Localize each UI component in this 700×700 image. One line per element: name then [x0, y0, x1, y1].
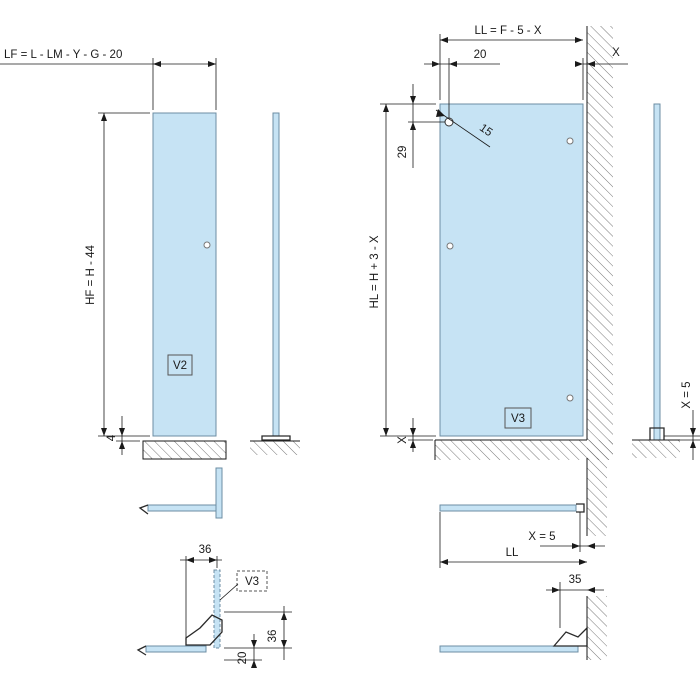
left-width-dimension: LF = L - LM - Y - G - 20: [0, 49, 217, 110]
floor-section: [143, 441, 226, 459]
side-gap-formula: X = 5: [681, 381, 693, 408]
wall-section: [587, 26, 613, 460]
offset-36: 36: [199, 544, 212, 556]
right-plan-lower: 35: [439, 574, 607, 660]
left-height-dimension: HF = H - 44: [85, 112, 150, 437]
right-side-view: X = 5: [632, 103, 700, 460]
left-side-view: [250, 112, 300, 455]
panel-hole: [203, 241, 211, 249]
plan-length-ll: LL: [506, 547, 519, 559]
glass-v3-plan: [213, 569, 221, 649]
right-floor-gap-dimension: X: [397, 418, 433, 452]
right-floor-gap: X: [397, 436, 409, 444]
left-plan-upper: [138, 467, 223, 519]
hole-offset-29: 29: [397, 146, 409, 159]
right-plan-upper: X = 5 LL: [439, 458, 607, 568]
wall-clip: [576, 503, 585, 513]
height-20: 20: [237, 652, 249, 665]
left-panel-elevation: V2: [142, 112, 227, 460]
plan-gap-x5: X = 5: [528, 531, 555, 543]
right-wall-gap-dimension: X: [575, 47, 628, 100]
left-height-formula: HF = H - 44: [85, 245, 97, 305]
glass-panel-v2: [152, 112, 217, 437]
panel-tag-v3: V3: [511, 413, 525, 425]
right-offset-dimension: 20: [424, 49, 500, 118]
right-width-dimension: LL = F - 5 - X: [439, 25, 583, 100]
glass-lower-plan: [145, 645, 207, 653]
glass-panel-v3: [439, 103, 584, 437]
floor-outline: [142, 440, 227, 460]
right-height-dimension: HL = H + 3 - X: [369, 103, 436, 437]
hinge-plan: [138, 504, 149, 515]
plan-offset-35: 35: [569, 574, 582, 586]
base-profile: [261, 435, 291, 441]
right-width-formula: LL = F - 5 - X: [474, 25, 541, 37]
panel-tag-box: [167, 354, 193, 376]
glass-plan-right: [439, 504, 577, 512]
left-width-formula: LF = L - LM - Y - G - 20: [4, 49, 122, 61]
wall-hinge: [552, 626, 588, 647]
right-offset-value: 20: [474, 49, 487, 61]
left-gap-value: 4: [106, 434, 118, 441]
glass-edge: [272, 112, 280, 437]
right-height-formula: HL = H + 3 - X: [369, 235, 381, 308]
glass-plan-lower-right: [439, 645, 579, 653]
glass-plan: [147, 504, 217, 512]
glass-edge-right: [653, 103, 661, 441]
tag-box-v3: [236, 570, 268, 592]
right-panel-elevation: V3: [434, 26, 613, 460]
panel-tag-box-v3: [504, 407, 532, 429]
left-plan-lower: V3 36 36 20: [136, 544, 292, 668]
depth-36: 36: [267, 630, 279, 643]
glass-plan-return: [215, 467, 223, 519]
hinge-lower: [136, 645, 147, 656]
u-channel: [649, 427, 665, 440]
floor-section-right: [435, 440, 613, 460]
panel-tag-v2: V2: [173, 360, 187, 372]
right-wall-gap: X: [612, 47, 620, 59]
tag-v3-plan: V3: [245, 576, 259, 588]
left-floor-gap-dimension: 4: [106, 416, 140, 455]
